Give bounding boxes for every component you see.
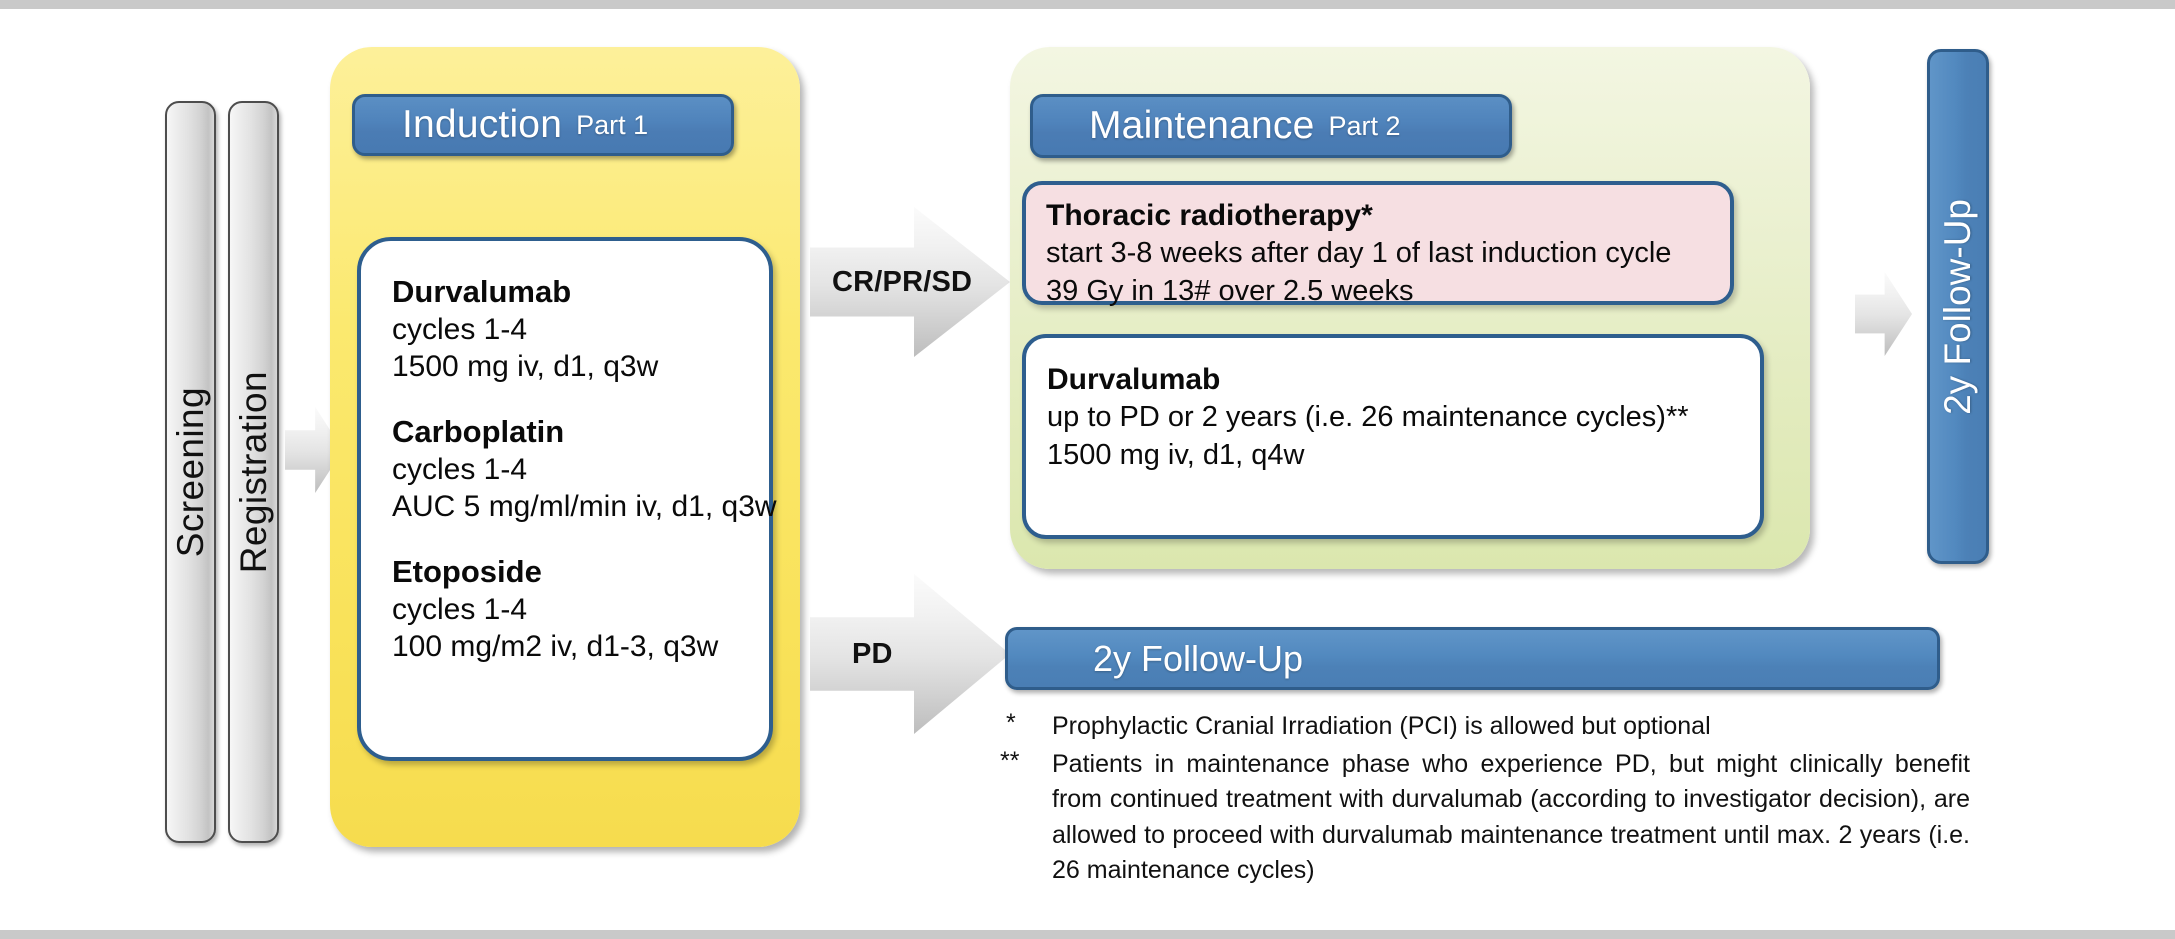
drug-detail-cycles: cycles 1-4 <box>392 593 528 627</box>
footnote-row-double-asterisk: ** Patients in maintenance phase who exp… <box>1000 747 1970 889</box>
drug-detail-cycles: cycles 1-4 <box>392 453 528 486</box>
induction-title-text: Induction <box>402 103 563 146</box>
footnote-text: Prophylactic Cranial Irradiation (PCI) i… <box>1052 712 1711 740</box>
drug-name-carboplatin: Carboplatin <box>392 414 565 450</box>
radiotherapy-title: Thoracic radiotherapy* <box>1046 199 1373 232</box>
maintenance-title-text: Maintenance <box>1089 104 1315 147</box>
drug-group-durvalumab: Durvalumab cycles 1-4 1500 mg iv, d1, q3… <box>392 273 769 385</box>
drug-group-etoposide: Etoposide cycles 1-4 100 mg/m2 iv, d1-3,… <box>392 553 769 665</box>
phase-pillar-registration: Registration <box>228 101 279 843</box>
followup-horizontal-label: 2y Follow-Up <box>1093 637 1304 679</box>
drug-detail-dose: AUC 5 mg/ml/min iv, d1, q3w <box>392 490 777 524</box>
phase-pillar-screening: Screening <box>165 101 216 843</box>
footnote-row-single-asterisk: * Prophylactic Cranial Irradiation (PCI)… <box>1000 709 1970 745</box>
drug-detail-dose: 100 mg/m2 iv, d1-3, q3w <box>392 630 719 664</box>
footnotes-block: * Prophylactic Cranial Irradiation (PCI)… <box>1000 709 1970 891</box>
arrow-right-icon-maintenance-to-followup <box>1855 272 1912 356</box>
maintenance-drug-name: Durvalumab <box>1047 363 1221 396</box>
maintenance-drug-duration: up to PD or 2 years (i.e. 26 maintenance… <box>1047 401 1689 433</box>
pillar-label-registration: Registration <box>232 370 274 574</box>
drug-name-durvalumab: Durvalumab <box>392 274 572 309</box>
maintenance-drug-dose: 1500 mg iv, d1, q4w <box>1047 438 1305 471</box>
maintenance-part-text: Part 2 <box>1328 110 1401 141</box>
followup-bar-vertical: 2y Follow-Up <box>1927 49 1989 564</box>
followup-bar-horizontal: 2y Follow-Up <box>1005 627 1940 690</box>
drug-detail-cycles: cycles 1-4 <box>392 312 528 346</box>
drug-name-etoposide: Etoposide <box>392 554 542 590</box>
induction-phase-panel: Durvalumab cycles 1-4 1500 mg iv, d1, q3… <box>330 47 800 847</box>
thoracic-radiotherapy-box: Thoracic radiotherapy* start 3-8 weeks a… <box>1022 181 1734 307</box>
maintenance-durvalumab-box: Durvalumab up to PD or 2 years (i.e. 26 … <box>1022 334 1764 539</box>
arrow-right-icon-pd: PD <box>810 574 1010 734</box>
arrow-right-icon-cr-pr-sd: CR/PR/SD <box>810 207 1010 357</box>
footnote-marker: ** <box>1000 746 1020 775</box>
drug-group-carboplatin: Carboplatin cycles 1-4 AUC 5 mg/ml/min i… <box>392 413 777 525</box>
footnote-marker: * <box>1006 709 1016 737</box>
radiotherapy-detail-start: start 3-8 weeks after day 1 of last indu… <box>1046 237 1672 269</box>
maintenance-title-badge: Maintenance Part 2 <box>1030 94 1512 158</box>
arrow-label-cr-pr-sd: CR/PR/SD <box>832 265 973 298</box>
followup-vertical-label: 2y Follow-Up <box>1937 198 1978 415</box>
induction-part-text: Part 1 <box>576 109 649 140</box>
induction-drug-box: Durvalumab cycles 1-4 1500 mg iv, d1, q3… <box>357 237 777 761</box>
radiotherapy-detail-dose: 39 Gy in 13# over 2.5 weeks <box>1046 274 1414 307</box>
induction-title-badge: Induction Part 1 <box>352 94 734 156</box>
footnote-text: Patients in maintenance phase who experi… <box>1052 749 1970 885</box>
drug-detail-dose: 1500 mg iv, d1, q3w <box>392 350 659 383</box>
pillar-label-screening: Screening <box>169 386 211 558</box>
arrow-label-pd: PD <box>852 637 893 670</box>
